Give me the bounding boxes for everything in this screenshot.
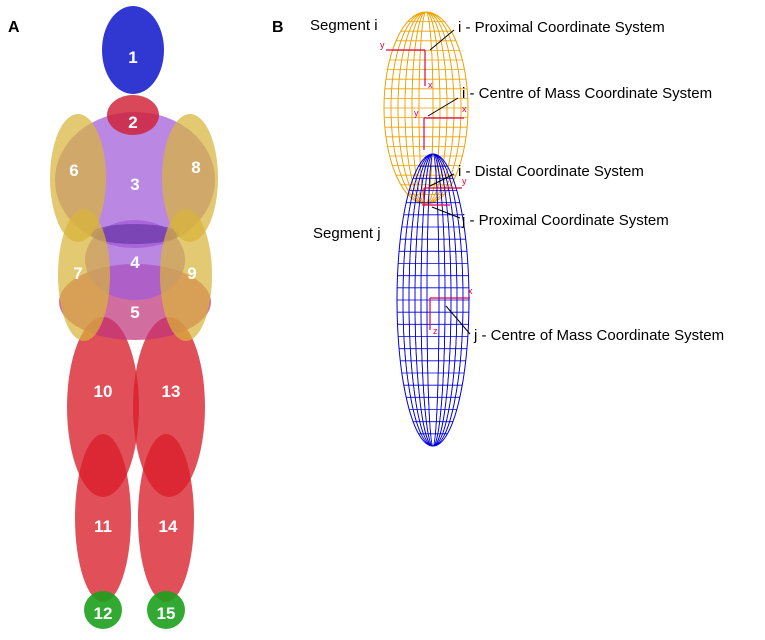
segment-i-mesh-longitude-line	[411, 12, 441, 204]
segment-14-lower-leg-right	[138, 434, 194, 602]
segment-2-neck	[107, 95, 159, 135]
segment-10-upper-leg-left	[67, 317, 139, 497]
i-proximal-label: i - Proximal Coordinate System	[458, 19, 665, 36]
axis-letter-y-i-proximal: y	[380, 40, 385, 50]
segment-9-forearm-right	[160, 209, 212, 341]
segment-number-9: 9	[187, 264, 196, 283]
segment-12-foot-left	[84, 591, 122, 629]
axis-letter-y-i-distal: y	[462, 176, 467, 186]
axis-letters: y x y x y x z	[380, 40, 473, 336]
segment-j-label: Segment j	[313, 225, 381, 242]
segment-number-12: 12	[94, 604, 113, 623]
torso-joint-disc	[91, 224, 179, 244]
panel-b-letter: B	[272, 19, 284, 36]
segment-number-11: 11	[94, 517, 112, 536]
j-com-label: j - Centre of Mass Coordinate System	[473, 327, 724, 344]
segment-1-head	[102, 6, 164, 94]
segment-j-mesh-longitude-line	[402, 154, 464, 446]
coordinate-axes	[386, 49, 470, 330]
segment-number-10: 10	[94, 382, 113, 401]
panel-a-letter: A	[8, 19, 20, 36]
segment-j-mesh	[397, 154, 469, 446]
body-model: 1 2 3 4 5 6 7 8 9 10 11 12 13 14 15	[50, 6, 218, 629]
segment-i-mesh-longitude-line	[418, 12, 434, 204]
segment-number-8: 8	[191, 158, 200, 177]
segment-i-mesh-longitude-line	[390, 12, 462, 204]
leader-i-com	[427, 97, 459, 117]
leader-i-distal	[429, 173, 455, 187]
segment-number-13: 13	[162, 382, 181, 401]
segment-i-label: Segment i	[310, 17, 378, 34]
segment-number-2: 2	[128, 113, 137, 132]
segment-number-3: 3	[130, 175, 139, 194]
leader-i-proximal	[429, 29, 455, 51]
segment-number-7: 7	[73, 264, 82, 283]
leader-lines	[427, 29, 471, 335]
axis-letter-x-j-com: x	[468, 286, 473, 296]
segment-number-15: 15	[157, 604, 176, 623]
segment-j-mesh-longitude-line	[426, 154, 440, 446]
segment-i-wireframe	[383, 11, 469, 205]
leader-j-com	[445, 305, 471, 335]
segment-6-upper-arm-left	[50, 114, 106, 242]
segment-j-wireframe	[396, 153, 470, 447]
i-distal-label: i - Distal Coordinate System	[458, 163, 644, 180]
i-com-label: i - Centre of Mass Coordinate System	[462, 85, 712, 102]
segment-j-mesh-longitude-line	[414, 154, 452, 446]
segment-7-forearm-left	[58, 209, 110, 341]
segment-11-lower-leg-left	[75, 434, 131, 602]
segment-number-4: 4	[130, 253, 140, 272]
segment-j-mesh-longitude-line	[420, 154, 446, 446]
segment-i-mesh	[384, 12, 468, 204]
segment-number-14: 14	[159, 517, 178, 536]
segment-8-upper-arm-right	[162, 114, 218, 242]
segment-15-foot-right	[147, 591, 185, 629]
segment-j-mesh-longitude-line	[408, 154, 458, 446]
axis-letter-y-i-com: y	[414, 108, 419, 118]
segment-i-mesh-longitude-line	[404, 12, 448, 204]
axis-letter-x-i-com: x	[462, 104, 467, 114]
axis-letter-z-j-com: z	[433, 326, 438, 336]
segment-number-6: 6	[69, 161, 78, 180]
segment-number-1: 1	[128, 48, 137, 67]
segment-i-mesh-longitude-line	[397, 12, 455, 204]
segment-number-5: 5	[130, 303, 139, 322]
j-proximal-label: j - Proximal Coordinate System	[461, 212, 669, 229]
leader-j-proximal	[431, 206, 461, 219]
axis-letter-x-i-proximal: x	[428, 80, 433, 90]
